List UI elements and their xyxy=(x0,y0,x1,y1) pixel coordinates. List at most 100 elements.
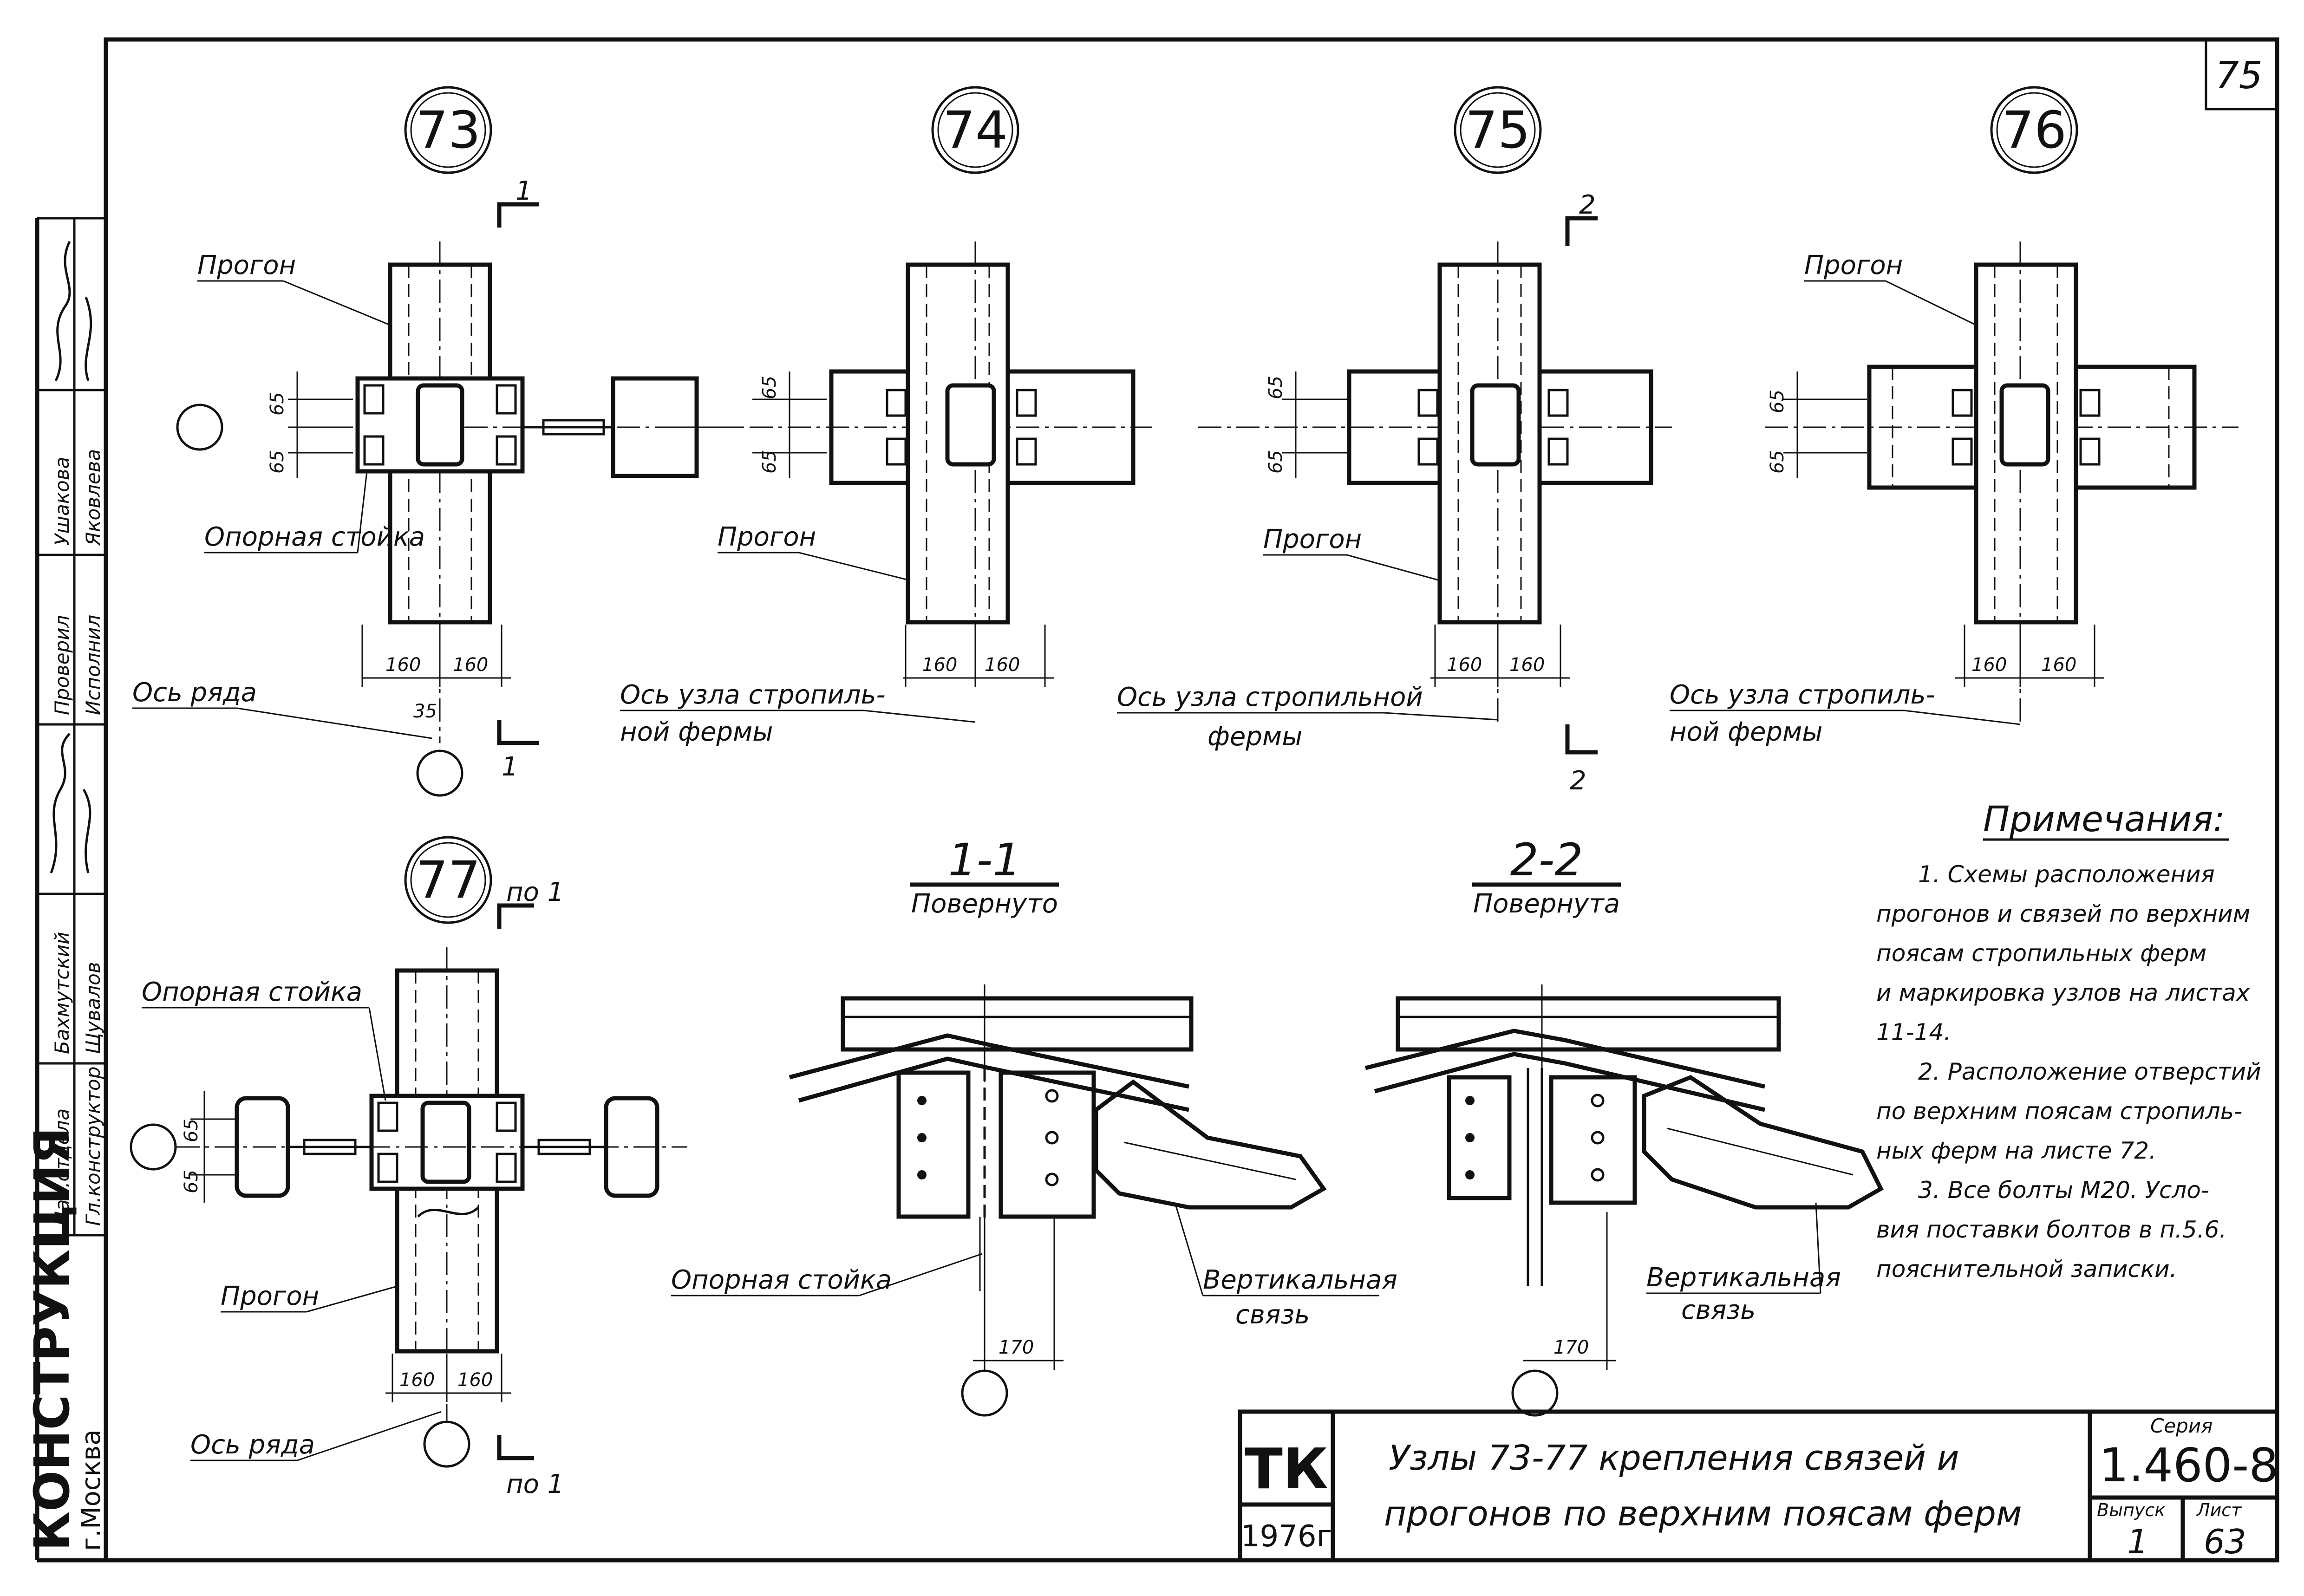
section-2-2-axis-bubble xyxy=(1511,1369,1559,1417)
node-73-cut-top-label: 1 xyxy=(516,176,532,206)
title-block-series: 1.460-8 xyxy=(2099,1438,2278,1492)
node-74-bolts xyxy=(886,389,1037,466)
node-75-axis-label-2: фермы xyxy=(1207,722,1302,752)
stamp-name-3: Ушакова xyxy=(51,457,73,546)
section-1-1-brace-line xyxy=(1123,1141,1296,1180)
node-77: 77 65 65 160 160 Опорная стойка Прого xyxy=(130,836,687,1499)
stamp-name-4: Яковлева xyxy=(82,449,104,546)
node-73-marker-inner xyxy=(410,92,486,168)
node-77-axis-bubble-bottom xyxy=(423,1420,470,1468)
outer-frame xyxy=(104,37,2279,1563)
section-1-1-brace-label-2: связь xyxy=(1235,1300,1310,1330)
stamp-role-3: Проверил xyxy=(51,615,73,715)
node-73-dim-offset: 35 xyxy=(413,701,437,722)
node-76-marker xyxy=(1990,86,2078,174)
node-73: 73 65 65 160 160 35 Прогон xyxy=(132,86,743,797)
node-73-number: 73 xyxy=(416,100,481,160)
node-74-axis-label-2: ной фермы xyxy=(620,717,773,747)
title-block-sheet-label: Лист xyxy=(2196,1500,2242,1520)
stamp-company: КОНСТРУКЦИЯ xyxy=(24,1127,80,1551)
notes-line-7: по верхним поясам стропиль- xyxy=(1876,1098,2242,1125)
node-76-bolts xyxy=(1952,389,2101,466)
node-76-dim-v1: 65 xyxy=(1767,390,1788,413)
node-77-dim-v2: 65 xyxy=(181,1170,202,1193)
node-74-number: 74 xyxy=(943,100,1008,160)
notes: Примечания: 1. Схемы расположения прогон… xyxy=(1876,798,2261,1283)
node-73-dim-h2: 160 xyxy=(453,654,488,676)
node-75-dim-h2: 160 xyxy=(1509,654,1545,676)
section-2-2-bolts xyxy=(1465,1094,1605,1182)
section-2-2-subtitle: Повернута xyxy=(1473,889,1620,919)
title-block-year: 1976г xyxy=(1241,1519,1332,1554)
node-76-post-core xyxy=(1999,383,2050,467)
node-76-purlin-label: Прогон xyxy=(1804,250,1903,280)
notes-line-6: 2. Расположение отверстий xyxy=(1918,1058,2261,1085)
stamp-role-4: Исполнил xyxy=(82,615,104,715)
node-75-axis-leader xyxy=(1384,712,1498,721)
section-1-1-axis-bubble xyxy=(961,1369,1008,1417)
node-73-cut-mark-bottom xyxy=(497,720,539,745)
node-75-number: 75 xyxy=(1465,100,1530,160)
node-75-post-core xyxy=(1470,383,1521,467)
node-77-cut-mark-bottom xyxy=(497,1435,534,1460)
section-1-1-subtitle: Повернуто xyxy=(911,889,1058,919)
section-2-2-brace-label-2: связь xyxy=(1681,1295,1756,1325)
node-75: 75 65 65 160 160 Прогон Ось узла стропил… xyxy=(1117,86,1672,796)
notes-line-9: 3. Все болты М20. Усло- xyxy=(1918,1177,2209,1204)
node-74-dim-h2: 160 xyxy=(985,654,1020,676)
stamp-city: г.Москва xyxy=(76,1429,106,1551)
title-block-issue: 1 xyxy=(2127,1522,2148,1561)
node-77-purlin-leader xyxy=(306,1285,398,1313)
node-73-axis-bubble-left xyxy=(176,404,223,451)
node-75-cut-mark-top xyxy=(1565,216,1598,246)
stamp-role-1: Нач.отдела xyxy=(51,1108,73,1226)
node-75-dim-v1: 65 xyxy=(1265,376,1286,399)
node-75-bolts xyxy=(1417,389,1569,466)
node-74-purlin-leader xyxy=(798,552,911,581)
node-76-axis-label-2: ной фермы xyxy=(1670,717,1822,747)
section-1-1-post-leader xyxy=(859,1253,983,1296)
node-74-dim-v1: 65 xyxy=(759,376,780,399)
section-2-2-title: 2-2 xyxy=(1510,834,1583,886)
section-2-2-purlin xyxy=(1396,996,1781,1052)
node-73-cut-mark-top xyxy=(497,202,539,228)
notes-line-4: и маркировка узлов на листах xyxy=(1876,979,2250,1006)
section-2-2-truss-chord xyxy=(1364,1029,1766,1089)
node-77-cut-bottom-label: по 1 xyxy=(506,1469,564,1499)
node-75-cut-mark-bottom xyxy=(1565,724,1598,755)
node-74-marker xyxy=(931,86,1019,174)
node-73-purlin-leader xyxy=(283,280,391,326)
node-77-number: 77 xyxy=(416,850,481,910)
node-73-axis-leader xyxy=(236,707,432,739)
title-block-code: ТК xyxy=(1245,1437,1328,1502)
node-77-dim-h2: 160 xyxy=(457,1369,493,1391)
node-77-bolts xyxy=(377,1101,517,1183)
node-73-cut-bottom-label: 1 xyxy=(502,752,518,782)
node-77-cut-mark-top xyxy=(497,903,534,929)
notes-line-8: ных ферм на листе 72. xyxy=(1876,1137,2156,1164)
section-2-2-plate-left xyxy=(1447,1075,1512,1200)
node-77-purlin-label: Прогон xyxy=(221,1281,319,1311)
node-77-post-leader xyxy=(368,1007,386,1101)
node-73-bolts xyxy=(363,384,517,466)
node-74-dim-h1: 160 xyxy=(922,654,957,676)
notes-line-3: поясам стропильных ферм xyxy=(1876,940,2206,967)
node-73-axis-bubble-bottom xyxy=(416,749,463,797)
node-76-purlin-leader xyxy=(1885,280,1977,326)
node-76-axis-leader xyxy=(1904,710,2021,725)
node-75-marker-inner xyxy=(1460,92,1536,168)
corner-number: 75 xyxy=(2215,54,2263,97)
section-1-1-brace-leader xyxy=(1174,1202,1204,1296)
section-2-2-truss-chord-lower xyxy=(1374,1052,1766,1112)
notes-heading: Примечания: xyxy=(1983,798,2225,840)
node-74: 74 65 65 160 160 Прогон Ось узла стропил… xyxy=(620,86,1152,747)
node-74-marker-inner xyxy=(937,92,1013,168)
node-77-axis-bubble-left xyxy=(130,1123,177,1171)
node-75-cut-top-label: 2 xyxy=(1579,190,1596,220)
node-73-post-leader xyxy=(357,471,368,553)
stamp-role-2: Гл.конструктор xyxy=(82,1067,104,1226)
section-2-2-brace-line xyxy=(1667,1127,1854,1176)
section-1-1-truss-chord-lower xyxy=(798,1056,1189,1112)
section-2-2-plate-right xyxy=(1549,1075,1637,1205)
